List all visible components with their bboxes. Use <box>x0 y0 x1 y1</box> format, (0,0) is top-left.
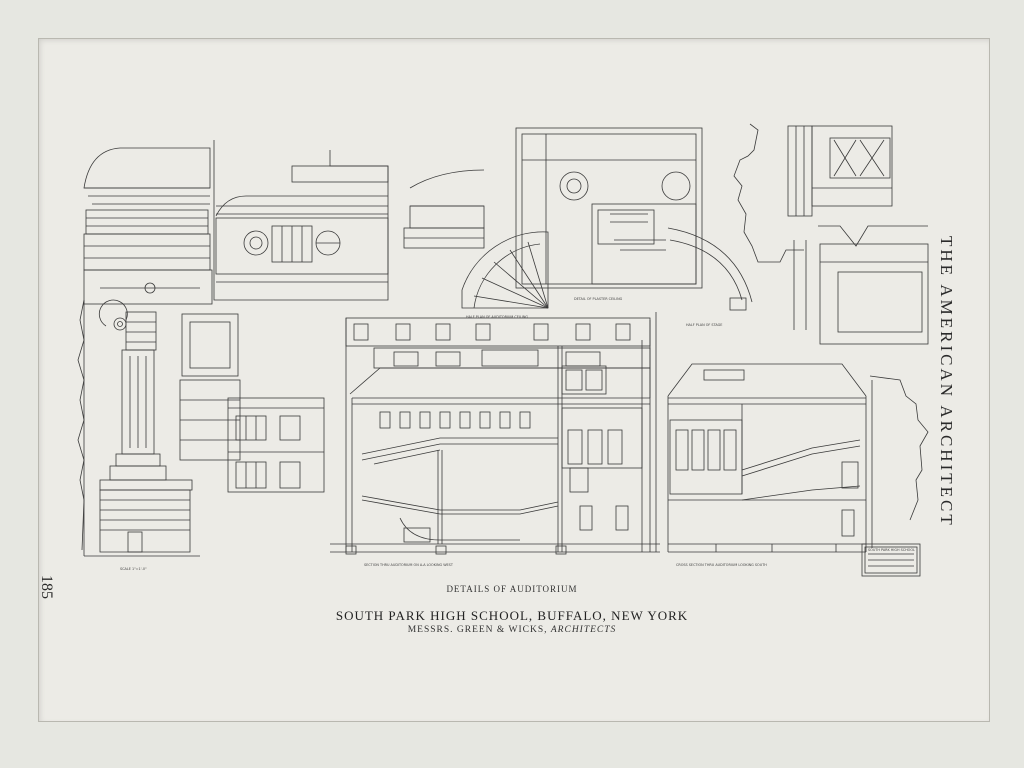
side-elevation <box>227 397 325 493</box>
label-title-block: SOUTH PARK HIGH SCHOOL <box>868 548 915 552</box>
plaster-ceiling-plan <box>515 127 703 289</box>
molding-profile <box>403 169 485 249</box>
label-plaster-ceiling: DETAIL OF PLASTER CEILING <box>574 297 623 301</box>
label-scale: SCALE 1"=1'-0" <box>120 567 147 571</box>
wall-section <box>733 123 929 345</box>
credit-role: ARCHITECTS <box>550 625 617 635</box>
elevation-detail <box>213 140 389 301</box>
label-section-west: SECTION THRU AUDITORIUM ON A-A LOOKING W… <box>364 563 454 567</box>
cornice-pilaster-detail <box>77 147 241 557</box>
half-plan-ceiling <box>461 231 549 309</box>
caption-title: SOUTH PARK HIGH SCHOOL, BUFFALO, NEW YOR… <box>335 608 689 623</box>
label-half-plan: HALF PLAN OF AUDITORIUM CEILING <box>466 315 528 319</box>
caption-heading: DETAILS OF AUDITORIUM <box>446 584 578 594</box>
title-block <box>861 543 921 577</box>
label-half-plan-stage: HALF PLAN OF STAGE <box>686 323 722 327</box>
stage-half-plan <box>667 227 753 311</box>
auditorium-long-section <box>330 312 660 555</box>
publication-title: THE AMERICAN ARCHITECT <box>937 236 956 528</box>
label-section-south: CROSS SECTION THRU AUDITORIUM LOOKING SO… <box>676 563 767 567</box>
caption-credit: MESSRS. GREEN & WICKS, ARCHITECTS <box>0 625 1024 635</box>
auditorium-cross-section <box>667 363 929 553</box>
credit-prefix: MESSRS. GREEN & WICKS, <box>407 625 548 635</box>
